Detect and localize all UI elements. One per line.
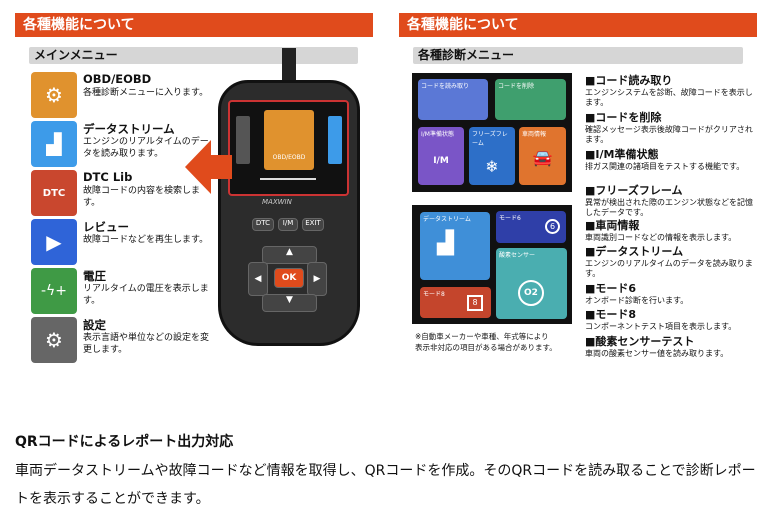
diag-screen-2: データストリーム ▟ モード6 6 酸素センサー O2 モード8 8: [412, 205, 572, 324]
tile-mode8: モード8 8: [420, 287, 491, 318]
diag-item: ■コードを削除確認メッセージ表示後故障コードがクリアされます。: [585, 111, 753, 144]
item-desc: 故障コードなどを再生します。: [83, 235, 209, 245]
menu-item-obd: ⚙ OBD/EOBD 各種診断メニューに入ります。: [31, 72, 351, 118]
item-title: 設定: [83, 318, 106, 332]
play-icon: ▶: [31, 219, 77, 265]
tile-read-codes: コードを読み取り: [418, 79, 488, 120]
qr-heading: QRコードによるレポート出力対応: [15, 434, 234, 450]
device-screen: OBD/EOBD: [228, 100, 349, 196]
item-title: データストリーム: [83, 122, 175, 136]
compat-note: ※自動車メーカーや車種、年式等により 表示非対応の項目がある場合があります。: [415, 332, 557, 352]
tile-label: 車両情報: [522, 131, 547, 138]
gear-icon: ⚙: [31, 317, 77, 363]
mode8-badge: 8: [467, 295, 483, 311]
item-desc: エンジンのリアルタイムのデータを読み取ります。: [83, 137, 209, 159]
ok-key[interactable]: OK: [274, 268, 304, 288]
item-desc: 故障コードの内容を検索します。: [83, 186, 201, 208]
item-desc: リアルタイムの電圧を表示します。: [83, 284, 209, 306]
snowflake-icon: ❄: [485, 157, 499, 176]
diag-screen-1: コードを読み取り コードを削除 I/M準備状態 I/M フリーズフレーム ❄ 車両情…: [412, 73, 572, 192]
arrow-shaft: [210, 155, 232, 179]
item-title: OBD/EOBD: [83, 72, 152, 86]
item-desc: 表示言語や単位などの設定を変更します。: [83, 333, 210, 355]
diag-item: ■車両情報車両識別コードなどの情報を表示します。: [585, 219, 737, 242]
chart-icon: ▟: [31, 121, 77, 167]
im-icon: I/M: [433, 156, 449, 166]
tile-label: データストリーム: [423, 216, 471, 223]
item-title: レビュー: [83, 220, 129, 234]
tile-vehicle-info: 車両情報 🚘: [519, 127, 566, 185]
down-key[interactable]: ▼: [262, 294, 317, 312]
tile-label: 酸素センサー: [499, 252, 536, 259]
tile-label: モード8: [423, 291, 445, 298]
im-key[interactable]: I/M: [278, 218, 298, 231]
exit-key[interactable]: EXIT: [302, 218, 324, 231]
item-desc: 各種診断メニューに入ります。: [83, 88, 209, 98]
tile-clear-codes: コードを削除: [495, 79, 566, 120]
up-key[interactable]: ▲: [262, 246, 317, 264]
menu-item-review: ▶ レビュー故障コードなどを再生します。: [31, 219, 351, 265]
menu-item-settings: ⚙ 設定表示言語や単位などの設定を変更します。: [31, 317, 351, 363]
diag-item: ■酸素センサーテスト車両の酸素センサー値を読み取ります。: [585, 335, 729, 358]
tile-freeze-frame: フリーズフレーム ❄: [469, 127, 515, 185]
mode6-badge: 6: [545, 219, 560, 234]
chart-icon: ▟: [437, 231, 454, 256]
device-cable: [282, 48, 296, 88]
tile-label: I/M準備状態: [421, 131, 454, 138]
tile-mode6: モード6 6: [496, 211, 566, 243]
main-menu-label: メインメニュー: [29, 47, 358, 64]
diag-item: ■フリーズフレーム異常が検出された際のエンジン状態などを記憶したデータです。: [585, 184, 753, 217]
right-key[interactable]: ▶: [307, 262, 327, 296]
item-title: DTC Lib: [83, 170, 133, 184]
right-header: 各種機能について: [399, 13, 757, 37]
item-title: 電圧: [83, 269, 106, 283]
brand-logo: MAXWIN: [262, 198, 292, 206]
tile-label: モード6: [499, 215, 521, 222]
screen-label: OBD/EOBD: [264, 110, 314, 170]
menu-item-voltage: -ϟ+ 電圧リアルタイムの電圧を表示します。: [31, 268, 351, 314]
tile-datastream: データストリーム ▟: [420, 212, 490, 280]
dtc-icon: DTC: [31, 170, 77, 216]
left-header: 各種機能について: [15, 13, 373, 37]
diag-menu-label: 各種診断メニュー: [413, 47, 743, 64]
tile-im-status: I/M準備状態 I/M: [418, 127, 464, 185]
o2-icon: O2: [518, 280, 544, 306]
arrow-left-icon: [185, 140, 211, 194]
tile-label: フリーズフレーム: [472, 131, 508, 147]
qr-body: 車両データストリームや故障コードなど情報を取得し、QRコードを作成。そのQRコー…: [15, 463, 756, 507]
car-icon: 🚘: [532, 148, 553, 167]
dtc-key[interactable]: DTC: [252, 218, 274, 231]
tile-o2-sensor: 酸素センサー O2: [496, 248, 567, 319]
menu-item-dtc: DTC DTC Lib 故障コードの内容を検索します。: [31, 170, 351, 216]
diag-item: ■データストリームエンジンのリアルタイムのデータを読み取ります。: [585, 245, 753, 278]
menu-item-datastream: ▟ データストリームエンジンのリアルタイムのデータを読み取ります。: [31, 121, 351, 167]
battery-icon: -ϟ+: [31, 268, 77, 314]
diag-item: ■I/M準備状態排ガス関連の諸項目をテストする機能です。: [585, 148, 745, 171]
diag-item: ■コード読み取りエンジンシステムを診断、故障コードを表示します。: [585, 74, 753, 107]
left-key[interactable]: ◀: [248, 262, 268, 296]
engine-icon: ⚙: [31, 72, 77, 118]
